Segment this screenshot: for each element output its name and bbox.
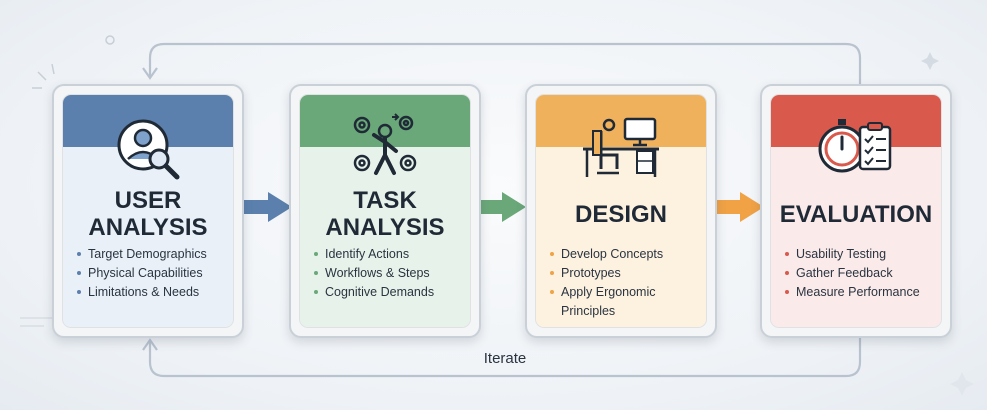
user-search-icon bbox=[117, 119, 180, 180]
list-item: Identify Actions bbox=[314, 245, 464, 264]
card-header bbox=[536, 95, 706, 147]
list-item: Usability Testing bbox=[785, 245, 935, 264]
stage-title-line: EVALUATION bbox=[779, 201, 933, 228]
stage-title-line: DESIGN bbox=[574, 201, 667, 228]
arrow-user-to-task bbox=[240, 192, 292, 222]
arrow-design-to-evaluation bbox=[716, 192, 764, 222]
loop-arrowhead-top bbox=[142, 67, 158, 80]
stage-title-line: ANALYSIS bbox=[325, 214, 445, 241]
bullet-list: Develop Concepts Prototypes Apply Ergono… bbox=[550, 245, 700, 321]
decor-star bbox=[950, 372, 974, 396]
stage-card-user-analysis: USER ANALYSIS Target Demographics Physic… bbox=[52, 84, 244, 338]
stopwatch-checklist-icon bbox=[818, 119, 892, 173]
card-body bbox=[536, 147, 706, 327]
card-body bbox=[300, 147, 470, 327]
list-item: Gather Feedback bbox=[785, 264, 935, 283]
decor-circle bbox=[105, 35, 115, 45]
bullet-list: Target Demographics Physical Capabilitie… bbox=[77, 245, 227, 302]
arrow-task-to-design bbox=[478, 192, 526, 222]
stage-card-evaluation: EVALUATION Usability Testing Gather Feed… bbox=[760, 84, 952, 338]
list-item: Limitations & Needs bbox=[77, 283, 227, 302]
bullet-list: Identify Actions Workflows & Steps Cogni… bbox=[314, 245, 464, 302]
bullet-list: Usability Testing Gather Feedback Measur… bbox=[785, 245, 935, 302]
stage-card-design: DESIGN Develop Concepts Prototypes Apply… bbox=[525, 84, 717, 338]
card-body bbox=[63, 147, 233, 327]
card-body bbox=[771, 147, 941, 327]
stage-card-task-analysis: TASK ANALYSIS Identify Actions Workflows… bbox=[289, 84, 481, 338]
stage-title-line: TASK bbox=[353, 187, 417, 214]
list-item: Cognitive Demands bbox=[314, 283, 464, 302]
stage-title-line: USER bbox=[114, 187, 182, 214]
stage-title-line: ANALYSIS bbox=[88, 214, 208, 241]
list-item: Workflows & Steps bbox=[314, 264, 464, 283]
decor-star bbox=[921, 52, 939, 70]
list-item: Target Demographics bbox=[77, 245, 227, 264]
list-item: Develop Concepts bbox=[550, 245, 700, 264]
decor-sparks bbox=[32, 63, 55, 89]
list-item: Apply Ergonomic Principles bbox=[550, 283, 700, 321]
workstation-icon bbox=[583, 117, 659, 177]
gears-person-icon bbox=[353, 113, 417, 175]
list-item: Physical Capabilities bbox=[77, 264, 227, 283]
list-item: Prototypes bbox=[550, 264, 700, 283]
loop-arrowhead-bottom bbox=[142, 338, 158, 351]
list-item: Measure Performance bbox=[785, 283, 935, 302]
iterate-label: Iterate bbox=[483, 350, 527, 367]
